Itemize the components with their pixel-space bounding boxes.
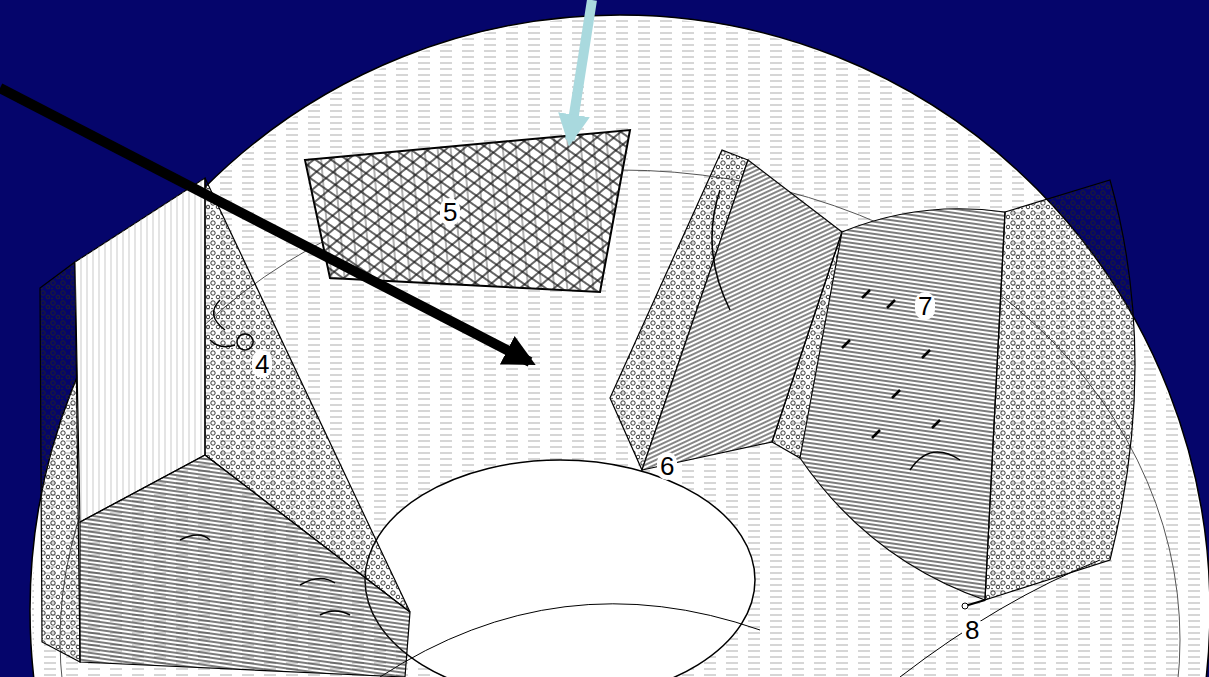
pointer-arrow — [570, 0, 592, 140]
fiber-layer — [80, 455, 410, 677]
vessel — [712, 190, 960, 470]
leader-dot — [962, 603, 968, 609]
inner-hole — [365, 460, 755, 677]
curved-layer — [800, 209, 1005, 600]
cell — [210, 300, 253, 350]
callout-number: 7 — [915, 292, 935, 320]
curved-layer — [800, 209, 1005, 600]
callout-number: 5 — [440, 198, 460, 226]
vessel — [180, 535, 350, 615]
stipple-wall — [985, 180, 1135, 600]
callout-number: 4 — [252, 350, 272, 378]
outer-ring — [30, 15, 1209, 677]
callout-number: 6 — [657, 452, 677, 480]
surface-texture — [32, 17, 1208, 677]
inner-edge — [380, 604, 760, 677]
ring-edge — [60, 170, 1180, 677]
pointer-arrow — [0, 88, 530, 362]
stipple-wall — [40, 262, 80, 662]
callout-number: 8 — [962, 616, 982, 644]
cell-mark — [842, 290, 940, 438]
